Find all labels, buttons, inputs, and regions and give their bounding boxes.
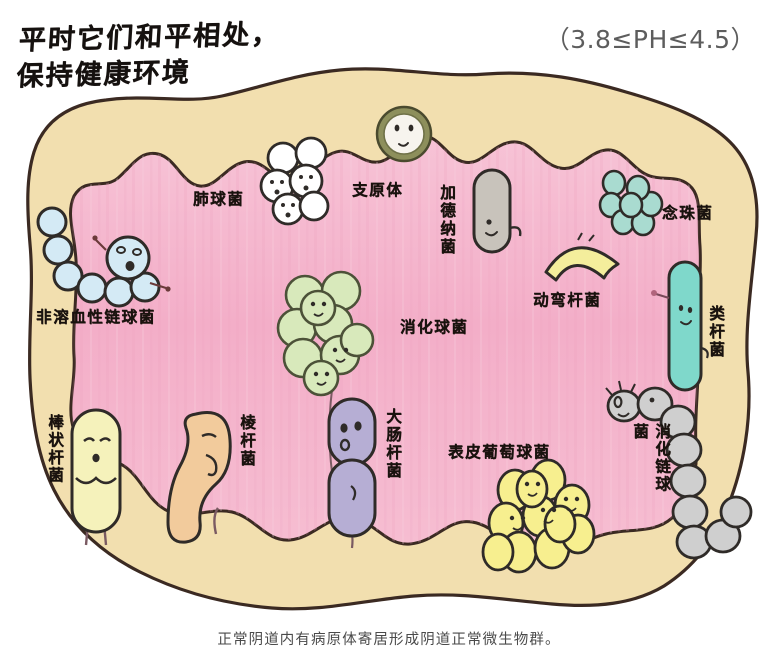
organism-mycoplasma <box>375 105 433 163</box>
organism-mobiluncus <box>544 232 620 282</box>
page-title: 平时它们和平相处， 保持健康环境 <box>15 18 282 92</box>
label-mobiluncus: 动弯杆菌 <box>533 291 602 309</box>
organism-peptococcus <box>276 270 375 487</box>
organism-gardnerella <box>472 168 522 254</box>
label-staph-epidermidis: 表皮葡萄球菌 <box>448 443 551 461</box>
organism-candida <box>598 169 664 237</box>
ph-range-label: （3.8≤PH≤4.5） <box>544 25 756 54</box>
organism-peptostreptococcus <box>605 380 753 560</box>
label-corynebacterium: 棒状杆菌 <box>46 414 64 484</box>
label-fusobacterium: 棱杆菌 <box>238 414 256 468</box>
label-ecoli: 大肠杆菌 <box>384 408 402 480</box>
organism-streptococcus <box>36 206 171 308</box>
organism-ecoli <box>327 397 377 549</box>
label-peptococcus: 消化球菌 <box>400 318 469 336</box>
label-bacteroides: 类杆菌 <box>707 305 725 359</box>
label-gardnerella: 加德纳菌 <box>438 184 456 256</box>
organism-corynebacterium <box>70 408 122 546</box>
label-peptostreptococcus: 消化链球菌 <box>631 423 671 493</box>
figure-caption: 正常阴道内有病原体寄居形成阴道正常微生物群。 <box>217 632 561 648</box>
organism-fusobacterium <box>166 411 232 544</box>
label-mycoplasma: 支原体 <box>352 181 404 199</box>
organism-pneumococcus <box>259 136 330 226</box>
label-candida: 念珠菌 <box>662 204 714 222</box>
label-streptococcus: 非溶血性链球菌 <box>36 308 156 326</box>
label-pneumococcus: 肺球菌 <box>193 190 245 208</box>
organism-bacteroides <box>651 260 709 392</box>
organism-staph-epidermidis <box>481 458 596 574</box>
